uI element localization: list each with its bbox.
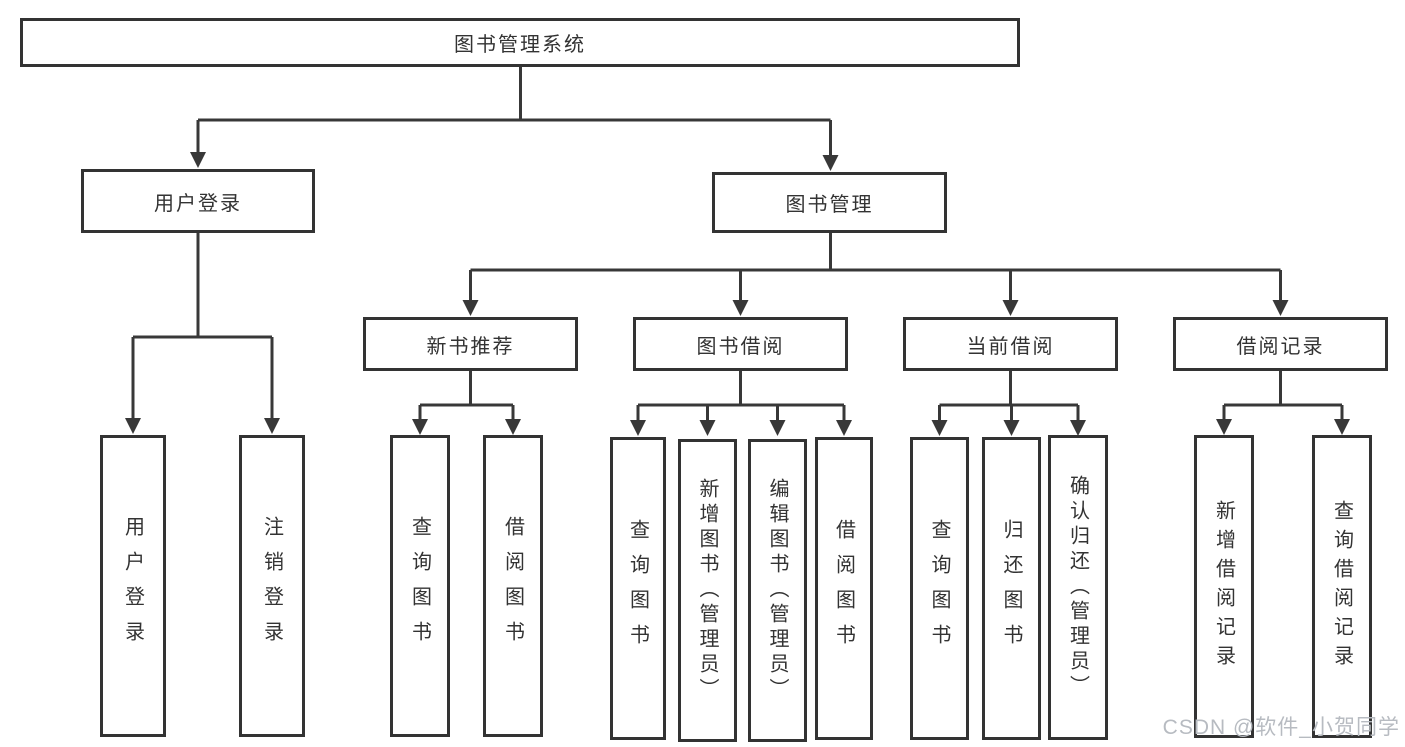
node-book-management-label: 图书管理 [785, 194, 874, 216]
leaf-query-books-3-label: 查询图书 [928, 518, 950, 659]
connector-newbook-to-leaves [412, 371, 521, 435]
leaf-borrow-books-1-label: 借阅图书 [501, 516, 524, 656]
leaf-query-books-2-label: 查询图书 [626, 518, 649, 659]
connector-root-to-level1 [190, 67, 839, 171]
leaf-logout-label: 注销登录 [260, 516, 283, 656]
leaf-user-login-label: 用户登录 [121, 516, 144, 656]
leaf-logout: 注销登录 [239, 435, 305, 737]
leaf-confirm-return-admin: 确认归还（管理员） [1048, 435, 1108, 740]
connector-records-to-leaves [1216, 371, 1350, 435]
node-borrowing-records-label: 借阅记录 [1236, 335, 1325, 358]
leaf-return-books-label: 归还图书 [1000, 518, 1022, 659]
leaf-add-book-admin-label: 新增图书（管理员） [696, 478, 718, 703]
node-root-label: 图书管理系统 [454, 34, 586, 56]
leaf-edit-book-admin: 编辑图书（管理员） [748, 439, 807, 742]
node-new-book-recommend-label: 新书推荐 [426, 335, 515, 358]
connector-userlogin-to-leaves [125, 233, 280, 434]
node-root: 图书管理系统 [20, 18, 1020, 67]
node-borrowing-records: 借阅记录 [1173, 317, 1388, 371]
leaf-query-borrow-record-label: 查询借阅记录 [1330, 499, 1353, 674]
csdn-watermark: CSDN @软件_小贺同学 [1162, 716, 1400, 739]
leaf-confirm-return-admin-label: 确认归还（管理员） [1066, 475, 1089, 700]
leaf-borrow-books-2: 借阅图书 [815, 437, 873, 740]
leaf-query-books-3: 查询图书 [910, 437, 969, 740]
leaf-return-books: 归还图书 [982, 437, 1041, 740]
connector-borrowing-to-leaves [630, 371, 852, 436]
connector-bookmgmt-to-level2 [462, 233, 1289, 316]
node-user-login-label: 用户登录 [154, 192, 242, 215]
leaf-query-borrow-record: 查询借阅记录 [1312, 435, 1372, 738]
leaf-user-login: 用户登录 [100, 435, 166, 737]
leaf-borrow-books-2-label: 借阅图书 [832, 518, 855, 659]
node-book-borrowing: 图书借阅 [633, 317, 848, 371]
connector-current-to-leaves [931, 371, 1086, 436]
node-current-borrowing: 当前借阅 [903, 317, 1118, 371]
leaf-add-book-admin: 新增图书（管理员） [678, 439, 737, 742]
node-current-borrowing-label: 当前借阅 [966, 335, 1055, 358]
node-book-management: 图书管理 [712, 172, 947, 233]
leaf-add-borrow-record-label: 新增借阅记录 [1212, 499, 1235, 674]
leaf-edit-book-admin-label: 编辑图书（管理员） [766, 478, 788, 703]
node-user-login: 用户登录 [81, 169, 315, 233]
node-new-book-recommend: 新书推荐 [363, 317, 578, 371]
node-book-borrowing-label: 图书借阅 [696, 335, 785, 358]
leaf-borrow-books-1: 借阅图书 [483, 435, 543, 737]
leaf-query-books-1: 查询图书 [390, 435, 450, 737]
leaf-add-borrow-record: 新增借阅记录 [1194, 435, 1254, 738]
leaf-query-books-1-label: 查询图书 [408, 516, 431, 656]
leaf-query-books-2: 查询图书 [610, 437, 666, 740]
